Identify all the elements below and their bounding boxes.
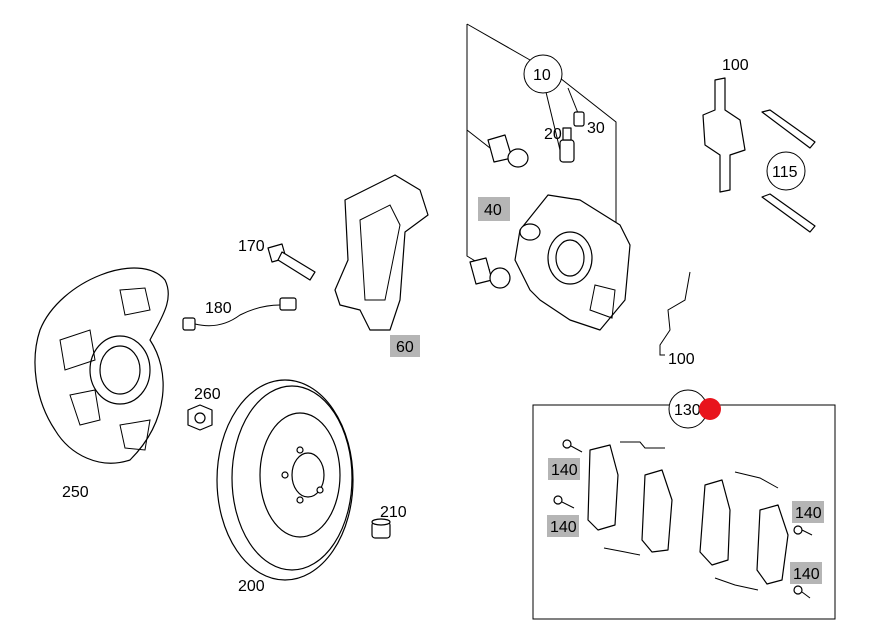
callout-140-d[interactable]: 140 [793,566,820,583]
highlight-box-40 [478,197,510,221]
callout-circle-115 [766,151,806,191]
callout-130[interactable]: 130 [674,402,701,419]
nut-260[interactable] [187,404,213,431]
brake-disc[interactable] [216,379,354,581]
bolt-170[interactable] [267,243,316,281]
callout-10[interactable]: 10 [533,67,551,84]
pad-clips [603,441,779,591]
highlight-box-60 [390,335,420,357]
brake-pad-kit-box [532,404,836,620]
anti-rattle-spring-upper[interactable] [702,77,746,193]
pad-bolts[interactable] [553,439,813,599]
callout-40[interactable]: 40 [484,202,502,219]
guide-pin-115-lower[interactable] [761,193,816,233]
brake-wear-sensor[interactable] [182,297,297,331]
callout-250[interactable]: 250 [62,484,89,501]
callout-140-c[interactable]: 140 [795,505,822,522]
callout-140-b[interactable]: 140 [550,519,577,536]
callout-30[interactable]: 30 [587,120,605,137]
callout-200[interactable]: 200 [238,578,265,595]
guide-pin-115-upper[interactable] [761,109,816,149]
callout-20[interactable]: 20 [544,126,562,143]
callout-60[interactable]: 60 [396,339,414,356]
callout-100-bottom[interactable]: 100 [668,351,695,368]
red-dot-icon[interactable] [699,398,721,420]
highlight-box-140-d [790,562,822,584]
callout-circle-10 [523,54,563,94]
dust-shield[interactable] [34,267,169,464]
callout-210[interactable]: 210 [380,504,407,521]
highlight-box-140-c [792,501,824,523]
callout-260[interactable]: 260 [194,386,221,403]
highlight-box-140-b [547,515,579,537]
guide-pin-upper[interactable] [487,134,529,168]
callout-100-top[interactable]: 100 [722,57,749,74]
brake-pads-inner[interactable] [587,444,789,585]
caliper-carrier[interactable] [334,174,429,331]
bleeder-screw[interactable] [559,127,575,163]
bleeder-cap[interactable] [573,111,585,127]
callout-170[interactable]: 170 [238,238,265,255]
anti-rattle-spring-lower[interactable] [659,271,691,356]
brake-caliper[interactable] [514,194,631,331]
callout-180[interactable]: 180 [205,300,232,317]
callout-115[interactable]: 115 [772,164,798,181]
guide-pin-lower[interactable] [469,257,511,289]
screw-210[interactable] [371,518,391,539]
highlight-box-140-a [548,458,580,480]
callout-140-a[interactable]: 140 [551,462,578,479]
